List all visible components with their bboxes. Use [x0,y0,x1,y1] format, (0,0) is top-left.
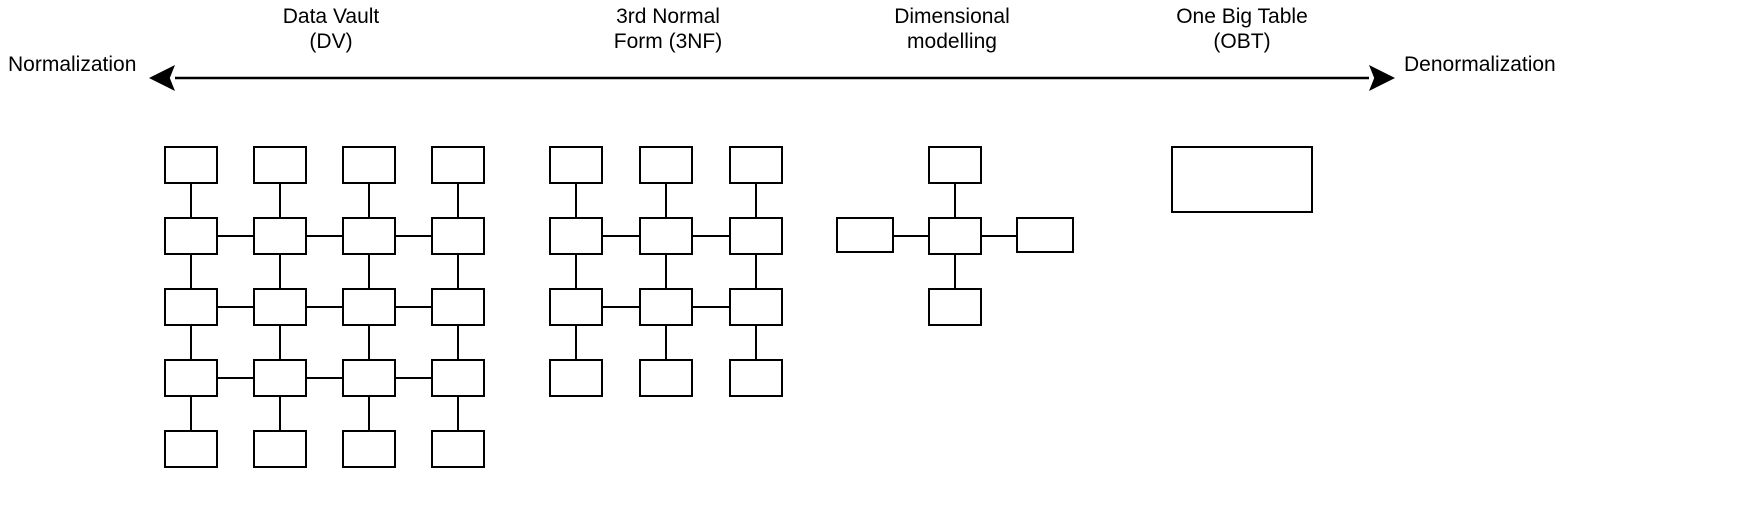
edge-vertical [953,184,957,217]
axis-label-normalization: Normalization [8,53,137,76]
dimension-node-bottom [928,288,982,326]
table-node [729,359,783,397]
dimension-node-left [836,217,894,253]
edge-vertical [456,255,460,288]
edge-horizontal [218,234,253,238]
table-node [431,217,485,255]
table-node [729,288,783,326]
edge-horizontal [894,234,928,238]
edge-vertical [664,326,668,359]
edge-vertical [189,326,193,359]
table-node [164,288,218,326]
one-big-table-node [1171,146,1313,213]
table-node [639,217,693,255]
edge-vertical [664,255,668,288]
edge-vertical [367,255,371,288]
edge-vertical [574,255,578,288]
table-node [253,217,307,255]
edge-vertical [189,255,193,288]
table-node [342,359,396,397]
edge-horizontal [307,234,342,238]
column-label-dimensional-modelling: Dimensional modelling [894,5,1010,53]
table-node [164,146,218,184]
edge-vertical [456,397,460,430]
edge-vertical [664,184,668,217]
edge-vertical [456,326,460,359]
edge-horizontal [396,234,431,238]
edge-vertical [574,184,578,217]
edge-horizontal [218,305,253,309]
table-node [639,288,693,326]
edge-horizontal [218,376,253,380]
table-node [164,430,218,468]
table-node [253,359,307,397]
edge-vertical [278,326,282,359]
table-node [342,288,396,326]
table-node [549,146,603,184]
table-node [342,217,396,255]
edge-horizontal [603,234,639,238]
edge-horizontal [982,234,1016,238]
edge-vertical [754,326,758,359]
edge-vertical [367,184,371,217]
table-node [164,217,218,255]
table-node [431,288,485,326]
edge-horizontal [603,305,639,309]
table-node [729,146,783,184]
table-node [253,146,307,184]
column-label-third-normal-form: 3rd Normal Form (3NF) [613,5,723,53]
edge-vertical [574,326,578,359]
column-label-one-big-table: One Big Table (OBT) [1176,5,1308,53]
table-node [729,217,783,255]
edge-vertical [189,397,193,430]
edge-vertical [754,255,758,288]
edge-vertical [367,397,371,430]
table-node [342,146,396,184]
edge-vertical [189,184,193,217]
fact-node [928,217,982,255]
table-node [431,146,485,184]
table-node [253,288,307,326]
dimension-node-right [1016,217,1074,253]
table-node [639,359,693,397]
edge-vertical [367,326,371,359]
table-node [342,430,396,468]
edge-horizontal [396,305,431,309]
table-node [431,359,485,397]
edge-horizontal [693,234,729,238]
edge-vertical [278,255,282,288]
table-node [431,430,485,468]
edge-vertical [278,397,282,430]
table-node [549,288,603,326]
table-node [164,359,218,397]
edge-vertical [278,184,282,217]
column-label-data-vault: Data Vault (DV) [282,5,380,53]
table-node [639,146,693,184]
edge-horizontal [307,305,342,309]
edge-vertical [456,184,460,217]
edge-vertical [953,255,957,288]
table-node [549,217,603,255]
edge-horizontal [693,305,729,309]
edge-horizontal [396,376,431,380]
axis-label-denormalization: Denormalization [1404,53,1556,76]
dimension-node-top [928,146,982,184]
table-node [549,359,603,397]
edge-horizontal [307,376,342,380]
table-node [253,430,307,468]
edge-vertical [754,184,758,217]
